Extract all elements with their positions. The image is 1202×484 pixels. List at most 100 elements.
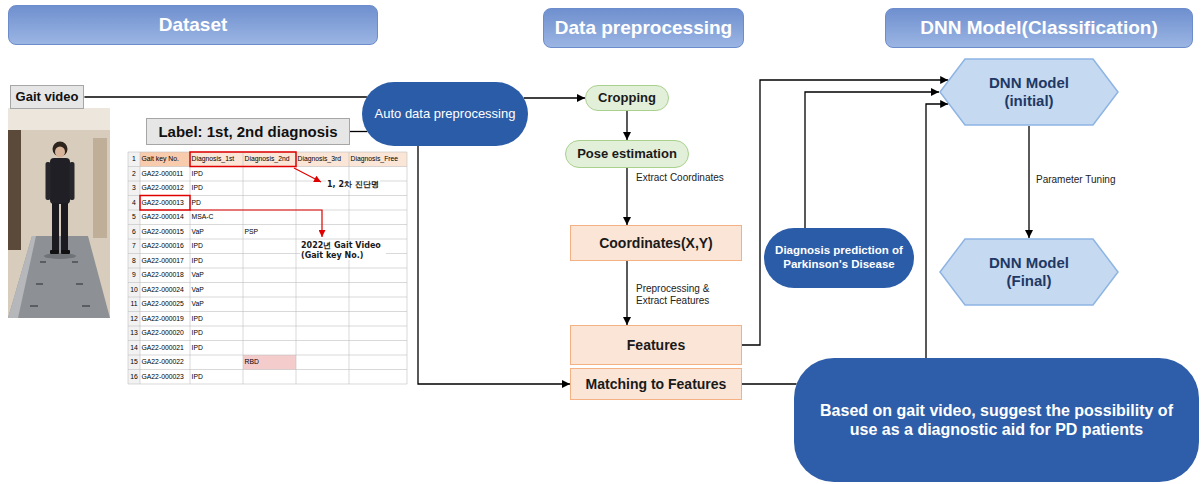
photo-ceiling <box>8 108 110 130</box>
photo-face <box>55 147 65 158</box>
table-cell: 15 <box>128 355 140 370</box>
hexagon-shape <box>940 239 1118 305</box>
table-cell: GA22-000023 <box>142 370 184 385</box>
annotation: 2022년 Gait Video (Gait key No.) <box>300 241 386 260</box>
table-cell: GA22-000022 <box>142 355 184 370</box>
cell-text: RBD <box>245 358 259 365</box>
table-cell: GA22-000020 <box>142 326 184 341</box>
annotation-text: 1, 2차 진단명 <box>327 180 379 189</box>
cell-text: GA22-000012 <box>142 184 184 191</box>
cell-text: GA22-000022 <box>142 358 184 365</box>
annotation: 1, 2차 진단명 <box>326 180 380 190</box>
section-header: DNN Model(Classification) <box>885 8 1193 48</box>
table-cell: IPD <box>192 254 203 269</box>
cell-text: GA22-000017 <box>142 257 184 264</box>
section-header: Dataset <box>8 5 378 45</box>
connector <box>1028 126 1029 238</box>
cell-text: PSP <box>245 228 259 235</box>
cell-text: 15 <box>130 358 138 365</box>
cell-text: PD <box>192 199 201 206</box>
cell-text: IPD <box>192 329 203 336</box>
sheet-ground <box>128 152 407 384</box>
process-box: Matching to Features <box>570 368 742 400</box>
process-box: Coordinates(X,Y) <box>570 225 742 261</box>
node-text: Cropping <box>598 90 656 106</box>
table-cell: 7 <box>128 239 140 254</box>
table-cell: Diagnosis_Free <box>351 152 399 167</box>
edge-label: Parameter Tuning <box>1036 174 1116 186</box>
node-text: Based on gait video, suggest the possibi… <box>812 401 1181 439</box>
cell-text: 2 <box>132 170 136 177</box>
connector <box>626 111 627 140</box>
connector <box>742 80 948 345</box>
node-text: Dataset <box>159 14 228 37</box>
cell-text: 4 <box>132 199 136 206</box>
table-cell: GA22-000016 <box>142 239 184 254</box>
photo-arm <box>46 162 51 200</box>
table-cell: GA22-000017 <box>142 254 184 269</box>
photo-shadow <box>44 253 76 259</box>
table-cell: 2 <box>128 167 140 182</box>
label-box: Label: 1st, 2nd diagnosis <box>146 118 350 145</box>
cell-text: IPD <box>192 184 203 191</box>
cell-text: 9 <box>132 271 136 278</box>
edge-label: Preprocessing & Extract Features <box>636 283 718 307</box>
table-cell: GA22-000011 <box>142 167 184 182</box>
cell-text: 1 <box>132 155 136 162</box>
cell-text: 13 <box>130 329 138 336</box>
cell-text: GA22-000019 <box>142 315 184 322</box>
cell-text: GA22-000013 <box>142 199 184 206</box>
connector <box>926 104 948 358</box>
cell-text: IPD <box>192 315 203 322</box>
cell-text: IPD <box>192 373 203 380</box>
red-highlight-box <box>140 196 190 211</box>
node-text: Diagnosis prediction of Parkinson's Dise… <box>774 244 904 272</box>
connector <box>84 96 366 97</box>
photo-shoe <box>61 250 70 254</box>
photo-door <box>93 138 107 238</box>
red-highlight-box <box>190 152 296 167</box>
connector <box>805 92 939 228</box>
cell-text: 6 <box>132 228 136 235</box>
table-cell: 10 <box>128 283 140 298</box>
cell-text: GA22-000021 <box>142 344 184 351</box>
cell-text: GA22-000014 <box>142 213 184 220</box>
cell-text: Gait key No. <box>142 155 179 162</box>
table-cell: 16 <box>128 370 140 385</box>
table-cell: PD <box>192 196 201 211</box>
cell-text: Diagnosis_Free <box>351 155 399 162</box>
table-cell: 9 <box>128 268 140 283</box>
cell-text: 16 <box>130 373 138 380</box>
cell-text: VaP <box>192 300 204 307</box>
connector <box>350 131 367 132</box>
edge-label-text: Extract Coordinates <box>636 172 724 183</box>
connector <box>626 168 627 225</box>
model-hexagon: DNN Model (initial) <box>939 58 1119 126</box>
model-hexagon: DNN Model (Final) <box>939 238 1119 306</box>
table-cell: IPD <box>192 181 203 196</box>
table-cell: 3 <box>128 181 140 196</box>
section-header: Data preprocessing <box>543 8 744 48</box>
table-cell: IPD <box>192 167 203 182</box>
table-cell: GA22-000018 <box>142 268 184 283</box>
red-leader-arrow <box>190 210 322 237</box>
table-cell: 4 <box>128 196 140 211</box>
cell-text: GA22-000011 <box>142 170 184 177</box>
connectors <box>84 80 1029 384</box>
process-pill: Auto data preprocessing <box>362 82 528 146</box>
table-cell: GA22-000021 <box>142 341 184 356</box>
cell-text: GA22-000018 <box>142 271 184 278</box>
node-text: Auto data preprocessing <box>375 106 516 122</box>
table-cell: IPD <box>192 341 203 356</box>
table-cell: GA22-000024 <box>142 283 184 298</box>
connector <box>626 261 627 325</box>
table-cell: 8 <box>128 254 140 269</box>
table-cell: VaP <box>192 268 204 283</box>
table-cell: 6 <box>128 225 140 240</box>
cell-text: 10 <box>130 286 138 293</box>
cell-text: VaP <box>192 286 204 293</box>
node-text: Data preprocessing <box>555 17 732 40</box>
cell-text: 5 <box>132 213 136 220</box>
cell-text: 8 <box>132 257 136 264</box>
